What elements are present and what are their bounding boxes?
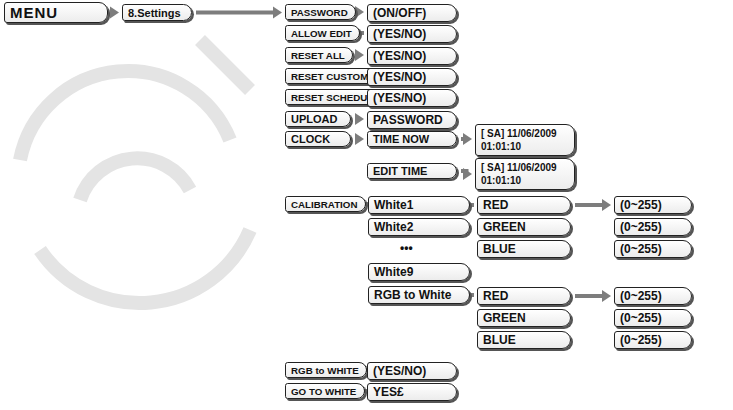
menu-box: BLUE [477,240,571,258]
menu-box: (YES/NO) [367,25,457,43]
menu-box: RED [477,287,571,305]
menu-box: CALIBRATION [285,196,366,212]
menu-text: (YES/NO) [373,364,426,378]
menu-text: (0~255) [620,198,662,212]
menu-box: 8.Settings [122,4,192,21]
menu-box: (0~255) [614,309,692,327]
menu-text: PASSWORD [291,7,348,18]
menu-arrow [461,133,472,145]
menu-box: RED [477,196,571,214]
menu-box: TIME NOW [367,131,457,147]
menu-text: [ SA] 11/06/2009 01:01:10 [481,127,569,153]
menu-box: (0~255) [614,218,692,236]
menu-text: White2 [374,220,413,234]
menu-box: GREEN [477,309,571,327]
menu-text: GREEN [483,220,526,234]
menu-box: UPLOAD [285,111,351,127]
menu-text: (0~255) [620,333,662,347]
menu-text: RED [483,198,508,212]
menu-arrow [355,113,364,125]
menu-arrow [355,49,364,61]
menu-arrow [419,283,420,284]
menu-text: White1 [374,198,413,212]
menu-text: (YES/NO) [373,27,426,41]
menu-box: White1 [368,196,470,214]
menu-box: MENU [4,2,108,23]
menu-text: CALIBRATION [291,199,357,210]
menu-box: [ SA] 11/06/2009 01:01:10 [475,158,575,190]
menu-text: (ON/OFF) [373,6,426,20]
menu-box: CLOCK [285,131,351,147]
menu-box: EDIT TIME [367,163,457,179]
menu-box: (0~255) [614,331,692,349]
menu-text: RGB to WHITE [291,365,359,376]
menu-box: (ON/OFF) [367,4,457,22]
menu-box: (YES/NO) [367,68,457,86]
menu-box: (YES/NO) [367,362,457,380]
menu-box: (0~255) [614,240,692,258]
menu-text: (YES/NO) [373,70,426,84]
menu-box: (0~255) [614,196,692,214]
menu-text: RGB to White [374,288,451,302]
menu-text: RED [483,289,508,303]
menu-text: BLUE [483,333,516,347]
ellipsis-label: ••• [400,241,413,255]
menu-text: 8.Settings [128,7,181,19]
menu-text: RESET ALL [291,50,345,61]
menu-text: [ SA] 11/06/2009 01:01:10 [481,161,569,187]
menu-box: RGB to WHITE [285,362,367,378]
menu-text: CLOCK [291,133,330,145]
menu-text: BLUE [483,242,516,256]
menu-text: (0~255) [620,289,662,303]
menu-box: White2 [368,218,470,236]
menu-arrow [110,7,119,19]
menu-text: (YES/NO) [373,49,426,63]
menu-text: TIME NOW [373,133,429,145]
menu-box: RGB to White [368,286,470,304]
menu-box: RESET CUSTOM [285,68,377,84]
menu-box: (YES/NO) [367,89,457,107]
menu-text: YES£ [373,385,404,399]
menu-text: (YES/NO) [373,91,426,105]
menu-text: UPLOAD [291,113,337,125]
menu-box: [ SA] 11/06/2009 01:01:10 [475,124,575,156]
menu-box: GO TO WHITE [285,383,365,399]
menu-box: (YES/NO) [367,47,457,65]
menu-text: RESET CUSTOM [291,71,368,82]
menu-text: EDIT TIME [373,165,427,177]
menu-arrow [355,133,364,145]
menu-box: RESET ALL [285,47,353,63]
menu-text: White9 [374,265,413,279]
menu-text: PASSWORD [373,113,443,127]
menu-text: (0~255) [620,242,662,256]
menu-box: PASSWORD [367,111,457,129]
menu-box: White9 [368,263,470,281]
menu-text: (0~255) [620,311,662,325]
menu-box: ALLOW EDIT [285,25,360,41]
menu-box: PASSWORD [285,4,356,20]
menu-text: (0~255) [620,220,662,234]
menu-text: MENU [10,4,58,21]
menu-arrow [575,199,611,211]
menu-box: GREEN [477,218,571,236]
menu-text: GREEN [483,311,526,325]
menu-box: YES£ [367,383,457,401]
menu-arrow [355,6,364,18]
menu-text: GO TO WHITE [291,386,356,397]
menu-text: ALLOW EDIT [291,28,352,39]
menu-box: (0~255) [614,287,692,305]
menu-arrow [461,168,472,180]
menu-box: BLUE [477,331,571,349]
menu-arrow [196,7,282,19]
menu-arrow [575,290,611,302]
